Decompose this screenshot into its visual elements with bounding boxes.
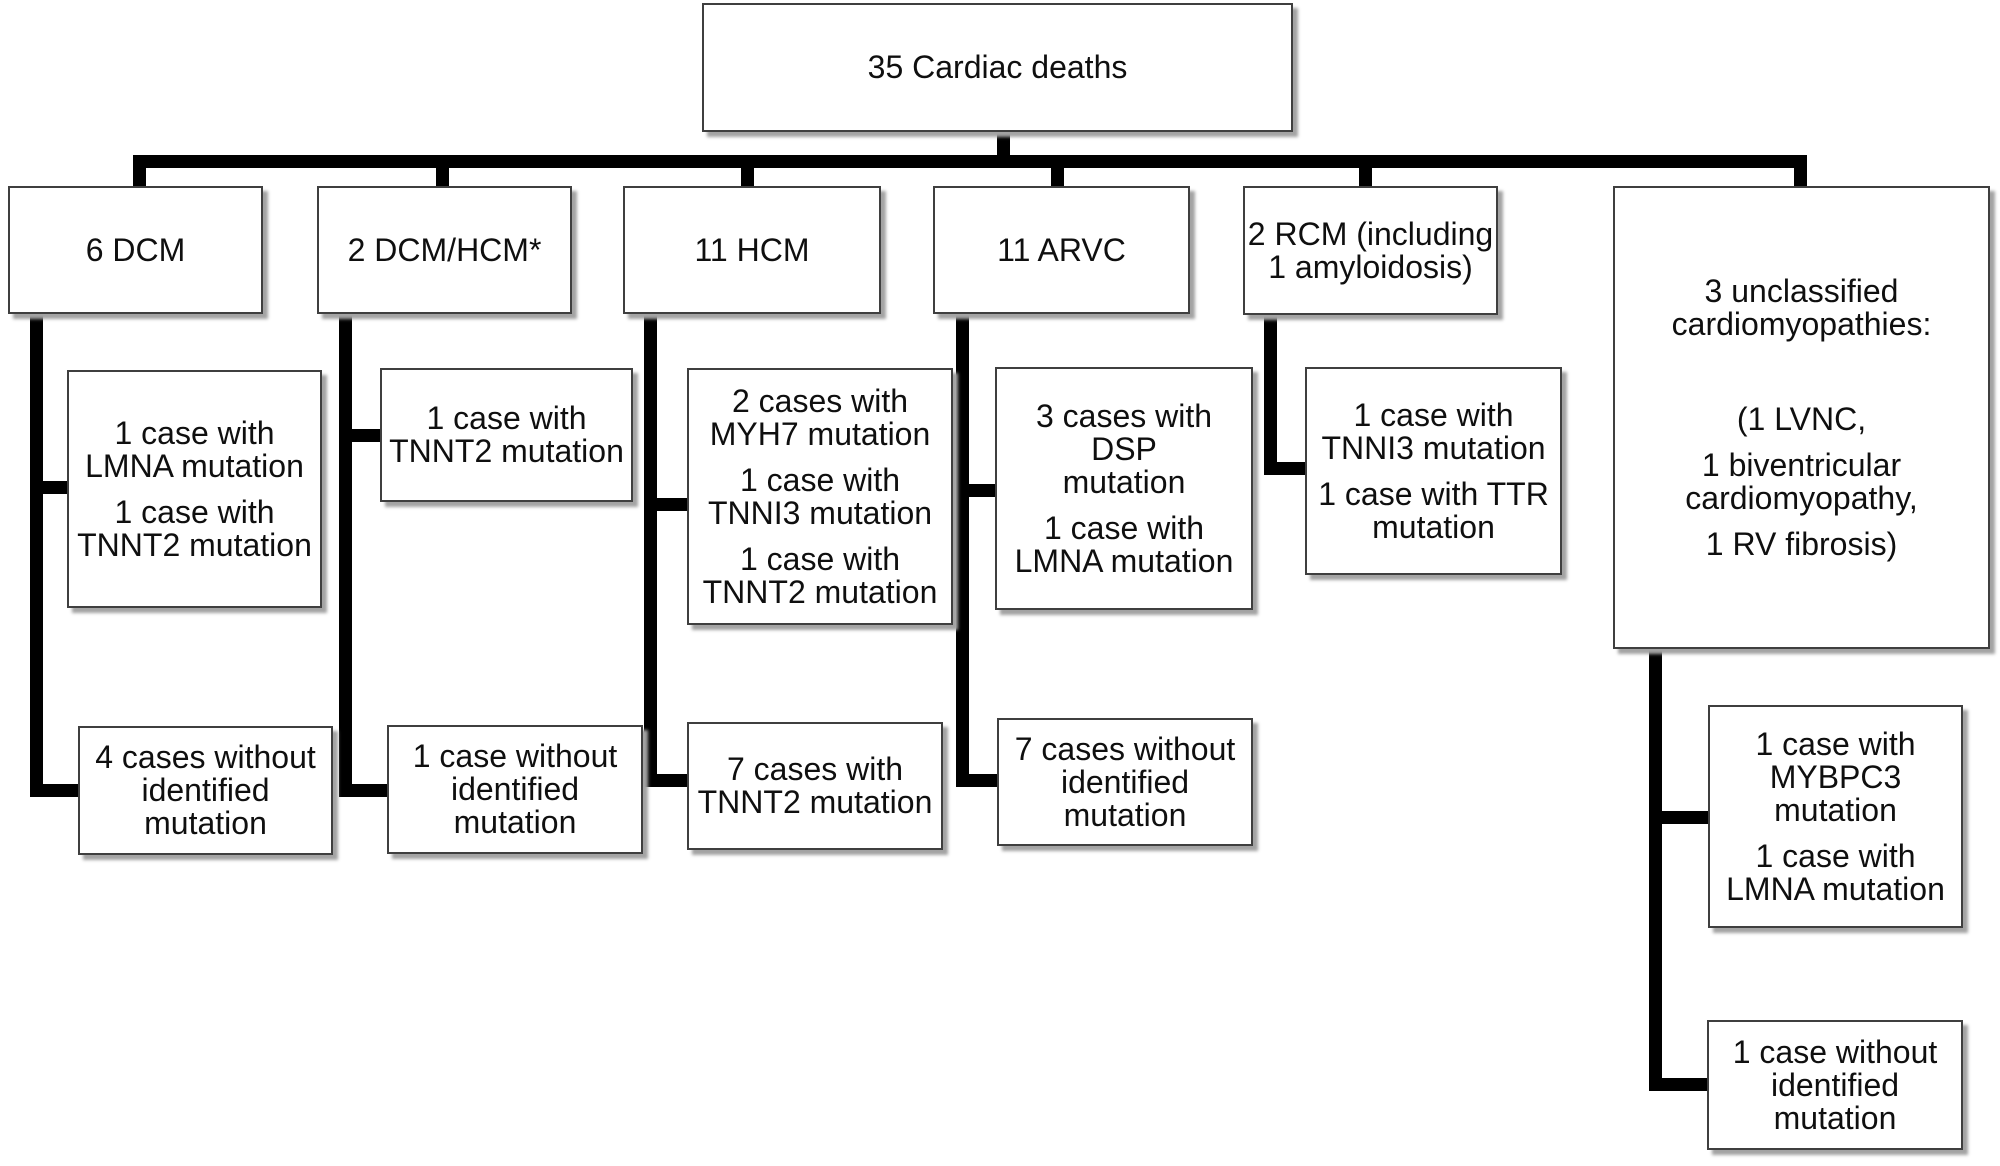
case-text: 1 case with LMNA mutation: [85, 414, 304, 484]
connector-drop-dcm-hcm: [436, 162, 449, 190]
leaf-box-arvc-no-mutation: 7 cases without identified mutation: [997, 718, 1253, 846]
case-text: 1 case with LMNA mutation: [1726, 837, 1945, 907]
connector-stub-dcm-hcm-1: [339, 429, 384, 442]
connector-stub-hcm-1: [644, 498, 692, 511]
connector-trunk-rcm: [1264, 310, 1277, 475]
connector-trunk-hcm: [644, 310, 657, 787]
case-text: 1 case with LMNA mutation: [1014, 509, 1234, 579]
connector-stub-dcm-2: [30, 784, 81, 797]
category-label: 2 DCM/HCM*: [347, 231, 542, 268]
category-box-arvc: 11 ARVC: [933, 186, 1190, 314]
leaf-box-dcm-no-mutation: 4 cases without identified mutation: [78, 726, 333, 855]
category-detail: 1 biventricular cardiomyopathy,: [1685, 446, 1918, 516]
category-box-dcm: 6 DCM: [8, 186, 263, 314]
connector-stub-unclassified-2: [1649, 1078, 1710, 1091]
case-text: 1 case with TTR mutation: [1318, 475, 1549, 545]
case-text: 7 cases with TNNT2 mutation: [697, 751, 933, 820]
connector-drop-unclassified: [1794, 162, 1807, 190]
connector-stub-dcm-hcm-2: [339, 784, 391, 797]
connector-drop-hcm: [741, 162, 754, 190]
category-label: 3 unclassified cardiomyopathies:: [1671, 272, 1932, 342]
leaf-box-rcm-mutations: 1 case with TNNI3 mutation 1 case with T…: [1305, 367, 1562, 575]
category-label: 2 RCM (including 1 amyloidosis): [1247, 215, 1494, 285]
case-text: 1 case with TNNT2 mutation: [389, 400, 624, 469]
connector-drop-arvc: [1051, 162, 1064, 190]
category-box-unclassified: 3 unclassified cardiomyopathies: (1 LVNC…: [1613, 186, 1990, 649]
connector-trunk-unclassified: [1649, 645, 1662, 1091]
leaf-box-dcm-hcm-mutation: 1 case with TNNT2 mutation: [380, 368, 633, 502]
category-detail: (1 LVNC,: [1736, 400, 1867, 437]
connector-stub-dcm-1: [30, 481, 70, 494]
connector-main-line: [133, 155, 1807, 168]
category-label: 11 HCM: [694, 231, 810, 268]
category-box-rcm: 2 RCM (including 1 amyloidosis): [1243, 186, 1498, 315]
case-text: 1 case with TNNT2 mutation: [77, 493, 312, 563]
case-text: 1 case with TNNT2 mutation: [702, 540, 938, 610]
case-text: 1 case with MYBPC3 mutation: [1755, 725, 1916, 828]
connector-drop-dcm: [133, 162, 146, 190]
leaf-box-hcm-tnnt2: 7 cases with TNNT2 mutation: [687, 722, 943, 850]
connector-trunk-dcm: [30, 310, 43, 797]
category-label: 11 ARVC: [997, 231, 1126, 268]
case-text: 2 cases with MYH7 mutation: [709, 382, 931, 452]
connector-stub-hcm-2: [644, 774, 691, 787]
root-label: 35 Cardiac deaths: [867, 49, 1128, 85]
leaf-box-unclassified-mutations: 1 case with MYBPC3 mutation 1 case with …: [1708, 705, 1963, 928]
leaf-box-arvc-mutations: 3 cases with DSP mutation 1 case with LM…: [995, 367, 1253, 610]
case-text: 1 case with TNNI3 mutation: [1321, 396, 1546, 466]
category-detail: 1 RV fibrosis): [1705, 525, 1898, 562]
connector-stub-rcm-1: [1264, 462, 1309, 475]
connector-trunk-arvc: [956, 310, 969, 787]
leaf-box-unclassified-no-mutation: 1 case without identified mutation: [1707, 1020, 1963, 1150]
leaf-box-dcm-mutations: 1 case with LMNA mutation 1 case with TN…: [67, 370, 322, 608]
category-box-hcm: 11 HCM: [623, 186, 881, 314]
category-label: 6 DCM: [85, 231, 186, 268]
case-text: 1 case without identified mutation: [412, 738, 618, 840]
connector-stub-arvc-2: [956, 774, 1001, 787]
leaf-box-dcm-hcm-no-mutation: 1 case without identified mutation: [387, 725, 643, 854]
case-text: 1 case with TNNI3 mutation: [707, 461, 933, 531]
connector-stub-arvc-1: [956, 484, 999, 497]
connector-stub-unclassified-1: [1649, 811, 1711, 824]
case-text: 1 case without identified mutation: [1732, 1033, 1938, 1136]
category-box-dcm-hcm: 2 DCM/HCM*: [317, 186, 572, 314]
leaf-box-hcm-mutations: 2 cases with MYH7 mutation 1 case with T…: [687, 368, 953, 625]
case-text: 4 cases without identified mutation: [95, 739, 316, 841]
root-box-cardiac-deaths: 35 Cardiac deaths: [702, 3, 1293, 132]
connector-drop-rcm: [1359, 162, 1372, 190]
case-text: 3 cases with DSP mutation: [1035, 397, 1213, 500]
case-text: 7 cases without identified mutation: [1014, 730, 1236, 833]
connector-trunk-dcm-hcm: [339, 310, 352, 797]
